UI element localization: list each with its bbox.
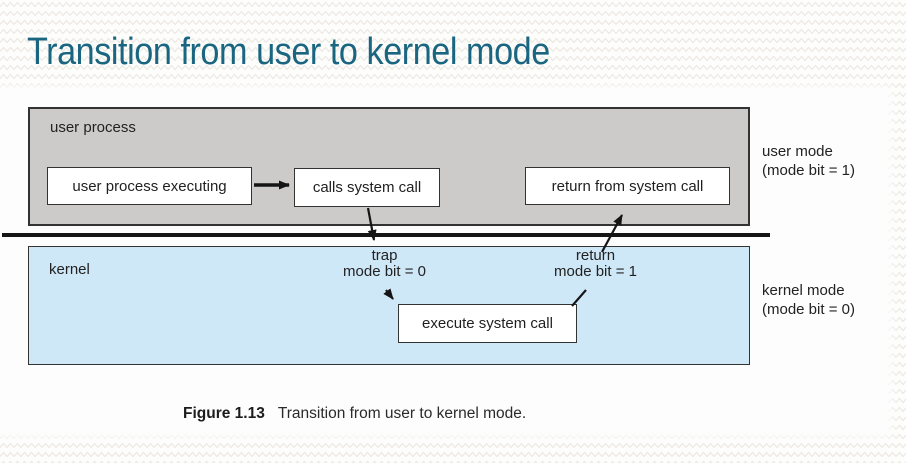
figure-caption: Figure 1.13 Transition from user to kerne…: [183, 405, 526, 423]
box-calls-system-call: calls system call: [294, 168, 440, 207]
kernel-mode-label: kernel mode (mode bit = 0): [762, 281, 855, 319]
return-label-line2: mode bit = 1: [554, 263, 637, 280]
box-return-from-system-call: return from system call: [525, 167, 730, 205]
trap-label: trap mode bit = 0: [312, 248, 457, 280]
user-mode-label-line2: (mode bit = 1): [762, 162, 855, 179]
box-user-process-executing: user process executing: [47, 167, 252, 205]
user-process-region-label: user process: [50, 119, 136, 136]
trap-label-line2: mode bit = 0: [343, 263, 426, 280]
return-label: return mode bit = 1: [523, 248, 668, 280]
figure-caption-text: Transition from user to kernel mode.: [277, 405, 527, 422]
user-mode-label: user mode (mode bit = 1): [762, 142, 855, 180]
trap-label-line1: trap: [371, 247, 398, 264]
user-mode-label-line1: user mode: [762, 143, 833, 160]
user-process-region: user process: [28, 107, 750, 226]
kernel-mode-label-line2: (mode bit = 0): [762, 301, 855, 318]
mode-divider-line: [2, 233, 770, 237]
kernel-mode-label-line1: kernel mode: [762, 282, 845, 299]
box-execute-system-call: execute system call: [398, 304, 577, 343]
kernel-region-label: kernel: [49, 261, 90, 278]
page-title: Transition from user to kernel mode: [27, 31, 550, 74]
return-label-line1: return: [575, 247, 616, 264]
figure-caption-number: Figure 1.13: [183, 405, 265, 422]
kernel-region: kernel: [28, 246, 750, 365]
